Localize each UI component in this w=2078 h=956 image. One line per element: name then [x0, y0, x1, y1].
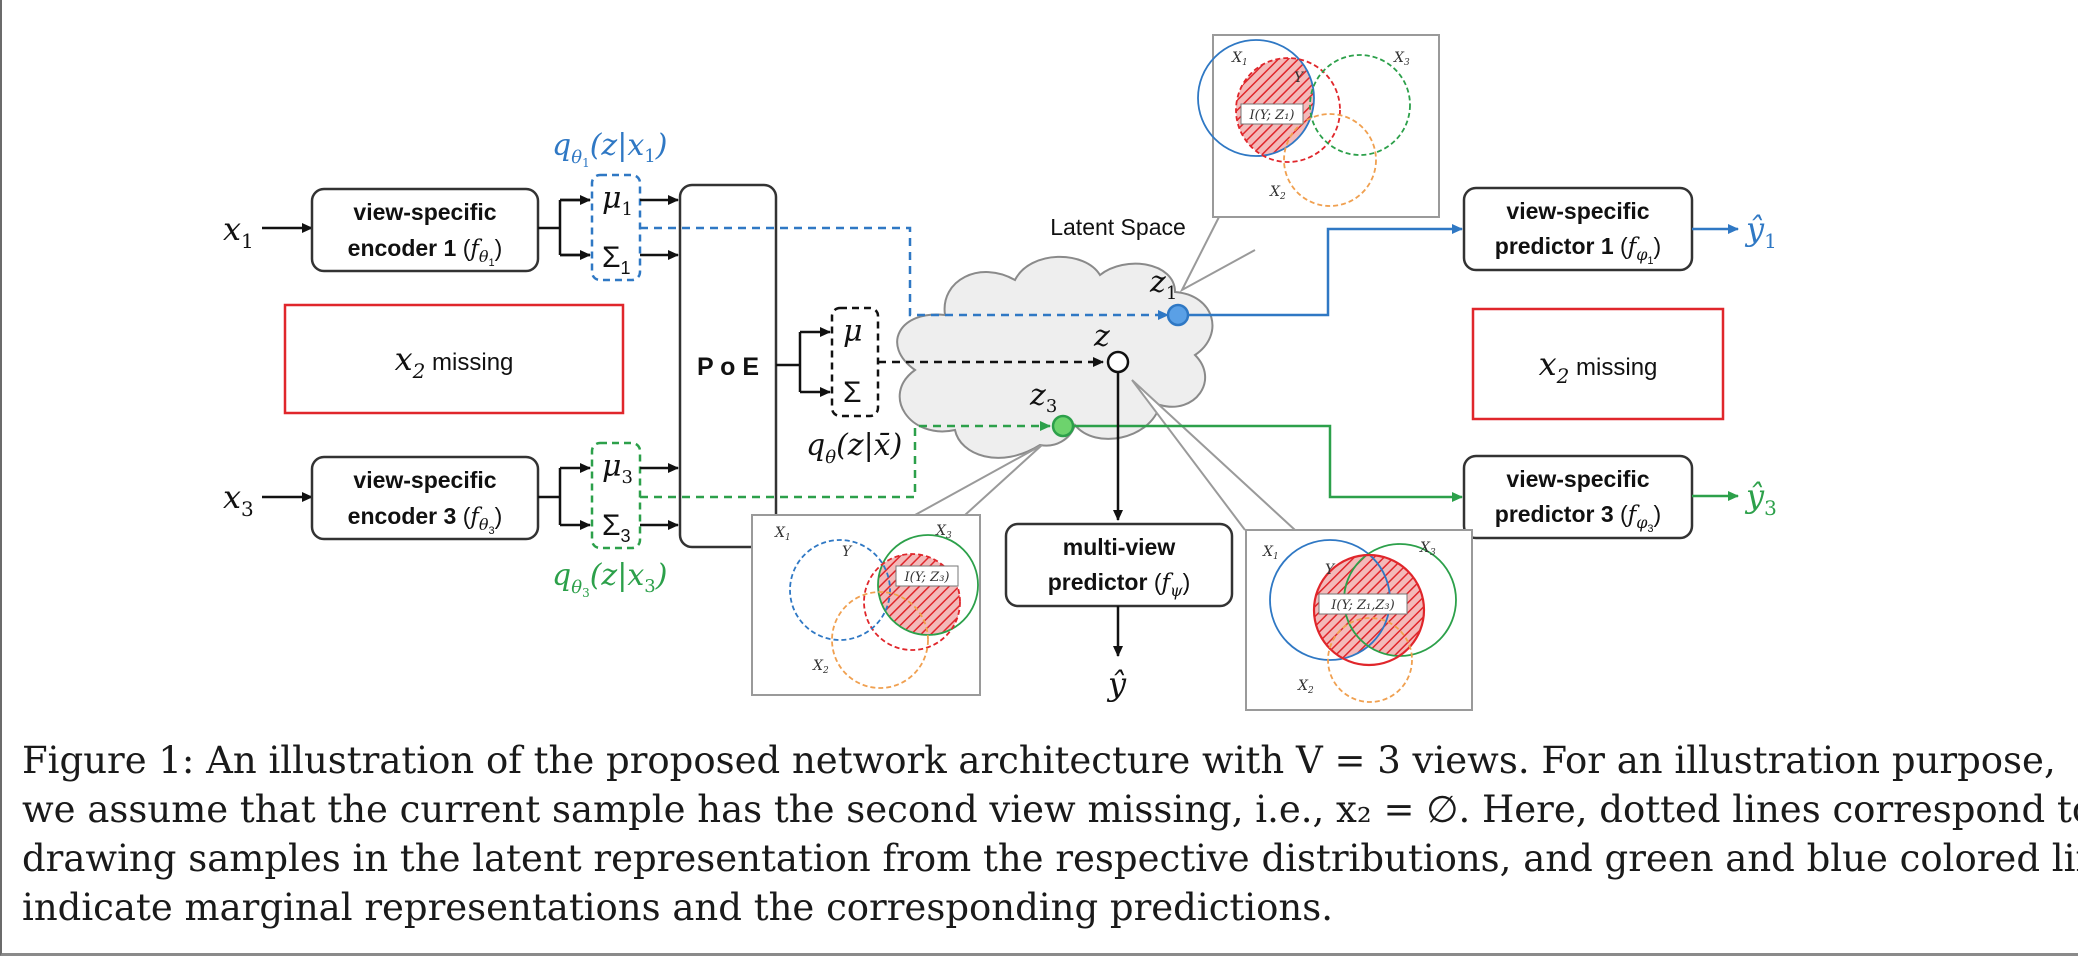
- latent-node-z: [1106, 350, 1130, 374]
- latent-space-cloud: [896, 255, 1214, 459]
- figure-caption: Figure 1: An illustration of the propose…: [22, 736, 2078, 932]
- sigma-joint: Σ: [843, 376, 862, 409]
- multiview-line2: predictor (fψ): [1048, 569, 1190, 600]
- predictor-1-block: view-specific predictor 1 (fφ1): [1462, 186, 1694, 272]
- latent-label-z3: z3: [1029, 378, 1057, 417]
- latent-space-title: Latent Space: [1050, 214, 1186, 240]
- caption-line-3: drawing samples in the latent representa…: [22, 837, 2078, 880]
- svg-text:I(Y; Z₁,Z₃): I(Y; Z₁,Z₃): [1330, 598, 1394, 613]
- svg-text:X3: X3: [1393, 50, 1410, 68]
- predictor-3-block: view-specific predictor 3 (fφ3): [1462, 454, 1694, 540]
- mu-joint: μ: [843, 314, 863, 349]
- output-y-hat: ŷ: [1106, 665, 1127, 703]
- sigma-1: Σ1: [602, 241, 631, 278]
- svg-text:X3: X3: [1419, 540, 1436, 558]
- svg-text:I(Y; Z₃): I(Y; Z₃): [903, 570, 949, 585]
- encoder-3-block: view-specific encoder 3 (fθ3): [310, 455, 540, 541]
- svg-text:X2: X2: [1297, 678, 1314, 696]
- predictor-1-line2: predictor 1 (fφ1): [1495, 233, 1661, 267]
- svg-text:X3: X3: [935, 523, 952, 541]
- svg-text:X2: X2: [812, 658, 829, 676]
- encoder-3-line1: view-specific: [353, 467, 496, 493]
- caption-line-2: we assume that the current sample has th…: [22, 788, 2078, 831]
- output-y3-hat: ŷ3: [1744, 477, 1777, 520]
- svg-text:Y: Y: [1294, 70, 1305, 86]
- posterior-params-box-3: [590, 441, 642, 550]
- sigma-3: Σ3: [602, 509, 631, 546]
- input-x3-label: x3: [223, 478, 254, 521]
- posterior-label-q1: qθ1(z|x1): [552, 128, 667, 170]
- predictor-1-line1: view-specific: [1506, 198, 1649, 224]
- svg-text:x2 missing: x2 missing: [1539, 345, 1658, 388]
- svg-text:X1: X1: [774, 525, 791, 543]
- venn-callout-z1: X1 Y X3 X2 I(Y; Z₁): [1197, 34, 1440, 218]
- svg-text:I(Y; Z₁): I(Y; Z₁): [1248, 108, 1294, 123]
- encoder-1-block: view-specific encoder 1 (fθ1): [310, 187, 540, 273]
- latent-node-z1: [1166, 303, 1190, 327]
- predictor-3-line1: view-specific: [1506, 466, 1649, 492]
- latent-label-z1: z1: [1149, 265, 1177, 304]
- svg-text:Y: Y: [1325, 562, 1336, 578]
- svg-text:X2: X2: [1269, 184, 1286, 202]
- multiview-predictor-block: multi-view predictor (fψ): [1004, 522, 1234, 608]
- predictor-3-line2: predictor 3 (fφ3): [1495, 501, 1661, 535]
- svg-text:x2 missing: x2 missing: [395, 340, 514, 383]
- caption-line-1: Figure 1: An illustration of the propose…: [22, 739, 2056, 782]
- missing-view-box-left: x2 missing: [283, 303, 625, 415]
- caption-line-4: indicate marginal representations and th…: [22, 886, 1333, 929]
- encoder-1-line1: view-specific: [353, 199, 496, 225]
- svg-text:Y: Y: [842, 544, 853, 560]
- svg-text:X1: X1: [1262, 544, 1279, 562]
- mu-1: μ1: [602, 181, 633, 220]
- input-x1-label: x1: [223, 210, 254, 253]
- sample-path-z3: [640, 421, 1051, 499]
- poe-label: P o E: [697, 353, 759, 381]
- latent-label-z: z: [1093, 319, 1110, 354]
- output-y1-hat: ŷ1: [1744, 210, 1777, 253]
- venn-callout-z3: X1 Y X3 X2 I(Y; Z₃): [751, 514, 981, 696]
- sample-path-z1: [640, 226, 1169, 320]
- mu-3: μ3: [602, 449, 633, 488]
- svg-text:X1: X1: [1231, 50, 1248, 68]
- encoder-3-line2: encoder 3 (fθ3): [348, 503, 503, 537]
- posterior-label-joint: qθ(z|x̄): [806, 428, 902, 468]
- missing-view-box-right: x2 missing: [1471, 307, 1725, 421]
- latent-node-z3: [1051, 414, 1075, 438]
- posterior-label-q3: qθ3(z|x3): [552, 558, 667, 600]
- architecture-diagram: x1 x3 view-specific encoder 1 (fθ1) view…: [223, 34, 1777, 711]
- encoder-1-line2: encoder 1 (fθ1): [348, 235, 503, 269]
- multiview-line1: multi-view: [1063, 534, 1176, 560]
- venn-callout-z1-z3: X1 Y X3 X2 I(Y; Z₁,Z₃): [1245, 529, 1473, 711]
- poe-block: P o E: [678, 183, 778, 549]
